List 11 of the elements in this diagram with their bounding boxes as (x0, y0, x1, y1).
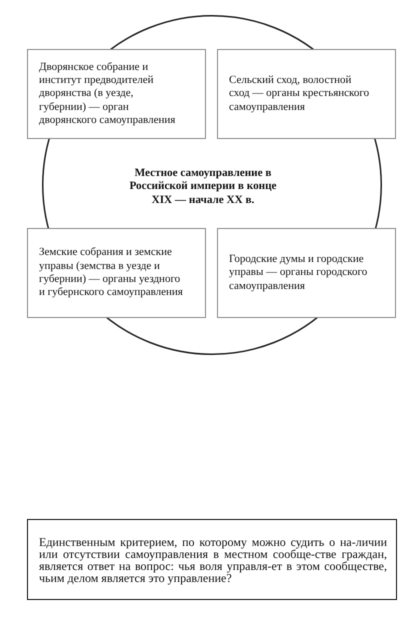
info-box (27, 49, 206, 139)
description-text: Земские собрания и земские управы (земства в уезде и губернии) — органы уездного и губернского самоуправления (39, 246, 183, 300)
center-heading: Местное самоуправление в Российской империи в конце XIX — начале XX в. (128, 167, 278, 207)
info-box (27, 228, 206, 318)
note-box (27, 519, 397, 600)
info-box (217, 228, 396, 318)
description-text: Сельский сход, волостной сход — органы крестьянского самоуправления (229, 74, 370, 114)
note-text: Единственным критерием, по которому можно судить о на-личии или отсутствии самоуправления в местном сообще-стве граждан, является ответ на вопрос: чья воля управля-ет в этом сообществе, чьим делом является это управление? (39, 536, 387, 584)
description-text: Городские думы и городские управы — органы городского самоуправления (229, 253, 368, 293)
description-text: Дворянское собрание и институт предводителей дворянства (в уезде, губернии) — орган дворянского самоуправления (39, 60, 176, 128)
info-box (217, 49, 396, 139)
